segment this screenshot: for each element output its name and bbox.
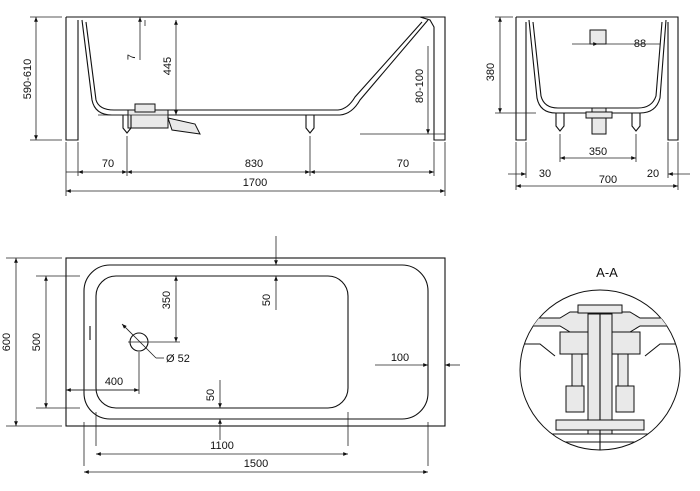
- section-nut-left: [565, 385, 585, 413]
- side-view-inner: [85, 21, 423, 111]
- plan-drain-from-top-label: 350: [161, 291, 173, 309]
- side-offset-left-label: 70: [102, 158, 114, 170]
- plan-basin-outer: [83, 264, 429, 420]
- end-foot-right: [631, 113, 641, 132]
- plan-basin-floor: [95, 275, 349, 409]
- end-inner-depth-label: 380: [485, 63, 497, 81]
- section-drain-plug: [577, 304, 623, 314]
- plan-drain-from-left-label: 400: [105, 376, 123, 388]
- side-offset-right-label: 70: [397, 158, 409, 170]
- section-nut-right: [615, 385, 635, 413]
- plan-outer-width-label: 600: [1, 333, 13, 351]
- section-a-a: A-A: [519, 265, 681, 451]
- side-foot-height-label: 80-100: [414, 69, 426, 103]
- plan-rim-top-label: 50: [261, 294, 273, 306]
- side-foot-right: [305, 115, 315, 134]
- end-width-label: 700: [599, 174, 617, 186]
- side-view-shell: [81, 19, 429, 116]
- side-overall-height-label: 590-610: [22, 59, 34, 99]
- end-overflow: [589, 29, 607, 45]
- end-view: 380 88 350 30 700 20: [485, 16, 690, 190]
- plan-drain-diameter-label: Ø 52: [166, 353, 190, 365]
- section-label: A-A: [596, 265, 618, 280]
- side-inner-depth-label: 445: [162, 57, 174, 75]
- side-foot-left: [122, 115, 132, 134]
- plan-view: 600 500 350 50 50 400 Ø 52 100 1100 1500: [1, 236, 460, 474]
- side-drain-pipe: [167, 117, 201, 135]
- plan-rim-bottom-label: 50: [205, 389, 217, 401]
- end-left-offset-label: 30: [539, 168, 551, 180]
- plan-outer-length-label: 1500: [244, 458, 268, 470]
- side-drain-body: [127, 109, 169, 129]
- side-length-label: 1700: [243, 177, 267, 189]
- side-rim-label: 7: [126, 54, 138, 60]
- end-view-outline: [515, 16, 679, 141]
- end-drain-flange: [585, 111, 613, 119]
- plan-outer-rim: [65, 257, 446, 427]
- plan-rim-right-label: 100: [391, 352, 409, 364]
- end-foot-left: [555, 113, 565, 132]
- side-view-outline: [65, 16, 446, 141]
- side-drain-cap: [134, 103, 156, 113]
- side-leg-span-label: 830: [245, 158, 263, 170]
- plan-inner-length-label: 1100: [210, 440, 234, 452]
- end-drain-offset-label: 88: [634, 38, 646, 50]
- plan-inner-width-label: 500: [31, 333, 43, 351]
- end-right-offset-label: 20: [647, 168, 659, 180]
- end-leg-span-label: 350: [589, 146, 607, 158]
- side-view: 590-610 445 7 80-100 70 830 70 1700: [22, 16, 446, 196]
